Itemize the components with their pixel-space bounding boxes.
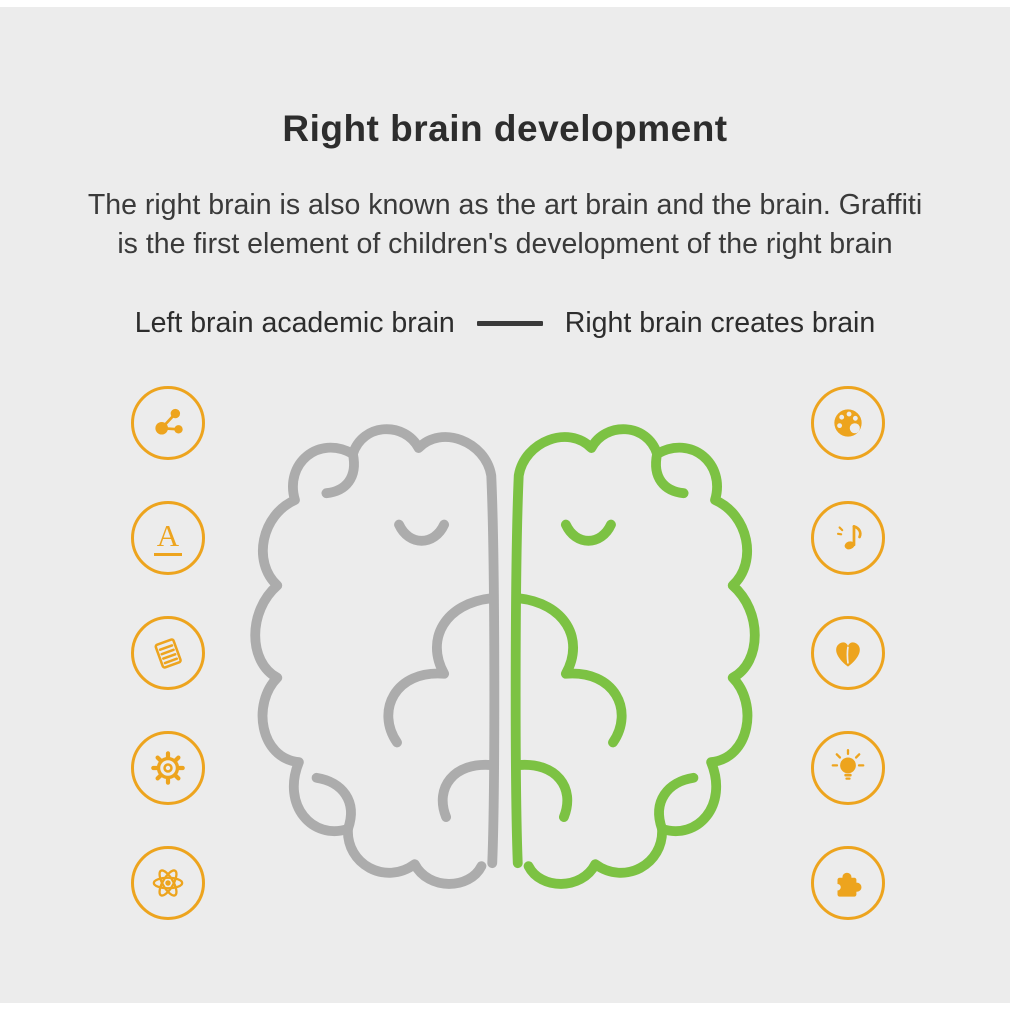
molecule-icon: [131, 386, 205, 460]
right-brain-label: Right brain creates brain: [564, 307, 876, 339]
atom-icon: [131, 846, 205, 920]
letter-a-glyph: A: [153, 520, 183, 556]
palette-icon: [811, 386, 885, 460]
right-icon-column: [811, 386, 885, 920]
notes-icon: [131, 616, 205, 690]
page-title: Right brain development: [282, 107, 728, 149]
puzzle-icon: [811, 846, 885, 920]
label-divider-line: [476, 321, 543, 326]
gear-icon: [131, 731, 205, 805]
lightbulb-icon: [811, 731, 885, 805]
left-hemisphere: [255, 429, 494, 884]
music-note-icon: [811, 501, 885, 575]
description-text: The right brain is also known as the art…: [87, 188, 923, 260]
infographic-canvas: Right brain development The right brain …: [0, 7, 1010, 1003]
letter-a-icon: A: [131, 501, 205, 575]
left-brain-label: Left brain academic brain: [134, 307, 455, 339]
brain-illustration: [240, 411, 770, 913]
right-hemisphere: [516, 429, 755, 884]
left-icon-column: A: [131, 386, 205, 920]
labels-row: Left brain academic brain Right brain cr…: [0, 307, 1010, 340]
heart-icon: [811, 616, 885, 690]
